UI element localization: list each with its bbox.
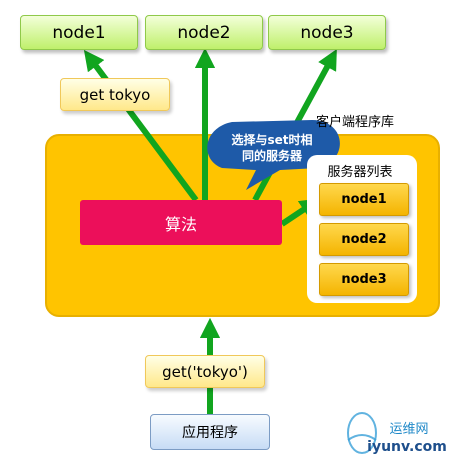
callout-line-1: 选择与set时相 [231,133,313,147]
server-list-node2: node2 [319,223,409,256]
server-list-title: 服务器列表 [327,164,393,180]
watermark-logo [347,412,377,454]
server-list-node3: node3 [319,263,409,296]
watermark-domain: iyunv.com [367,439,447,455]
client-library-label: 客户端程序库 [315,114,394,130]
node2-box: node2 [145,15,263,50]
callout-line-2: 同的服务器 [241,149,302,163]
server-list-node1: node1 [319,183,409,216]
node1-box: node1 [20,15,138,50]
application-box: 应用程序 [150,414,270,450]
get-tokyo-box: get tokyo [60,78,170,111]
callout-text: 选择与set时相 同的服务器 [212,128,332,168]
callout-bubble [207,120,340,190]
node3-box: node3 [268,15,386,50]
request-box: get('tokyo') [145,355,265,388]
watermark-text: 运维网 [389,421,429,437]
algorithm-box: 算法 [80,200,282,245]
